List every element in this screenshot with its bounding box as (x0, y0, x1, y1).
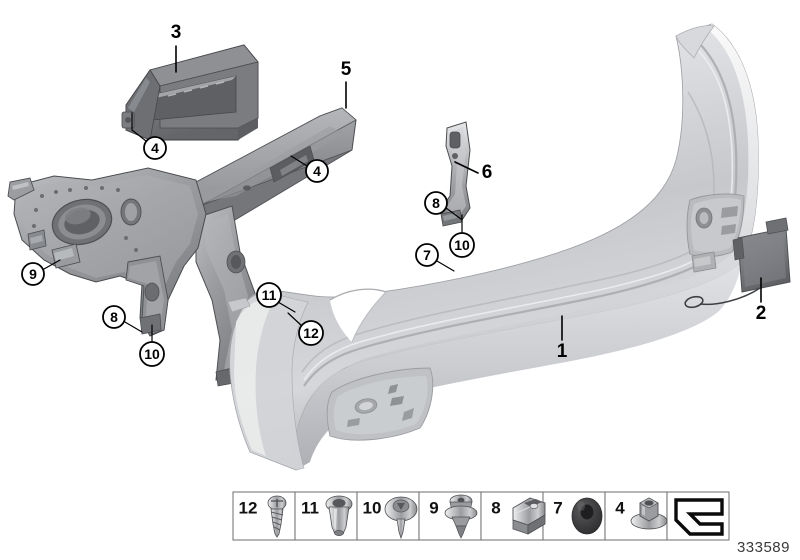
part-6-side-bracket (439, 121, 471, 227)
diagram-id: 333589 (737, 539, 790, 556)
leader-12 (287, 312, 304, 328)
expanding-rivet-icon (444, 494, 478, 539)
leader-4a (131, 112, 147, 142)
self-tapping-screw-icon (267, 495, 287, 538)
part-9-left-body-bracket (7, 167, 207, 337)
callout-8-left: 8 (102, 305, 126, 329)
callout-2: 2 (756, 303, 767, 324)
callout-9-text: 9 (29, 266, 37, 282)
callout-1: 1 (557, 341, 568, 362)
legend-number-12: 12 (239, 499, 258, 518)
flanged-hex-nut-icon (630, 497, 668, 530)
leader-9 (43, 259, 61, 270)
fastener-legend: 12 11 10 (232, 491, 790, 556)
callout-8-right-text: 8 (432, 195, 440, 211)
leader-7 (436, 260, 455, 272)
callout-10-right-text: 10 (454, 237, 470, 253)
direction-arrow-icon (674, 498, 724, 536)
callout-6: 6 (482, 162, 493, 183)
callout-5: 5 (341, 59, 352, 80)
part-2-tow-hook-cover (684, 217, 791, 309)
callout-3: 3 (171, 22, 182, 43)
part-1-rear-bumper-cover (227, 23, 759, 471)
legend-number-11: 11 (301, 499, 319, 518)
callout-4-upper-text: 4 (151, 140, 159, 156)
cage-clip-nut-icon (512, 497, 546, 535)
callout-4-beam: 4 (305, 159, 329, 183)
callout-11-text: 11 (262, 287, 277, 303)
callout-7: 7 (415, 243, 439, 267)
leader-8a (124, 321, 143, 333)
leader-11 (277, 301, 296, 313)
callout-10-left-text: 10 (144, 346, 160, 362)
callout-12: 12 (298, 320, 324, 346)
legend-number-8: 8 (491, 499, 500, 518)
legend-number-4: 4 (615, 499, 625, 518)
callout-4-upper: 4 (143, 136, 167, 160)
rubber-grommet-icon (571, 497, 603, 535)
legend-number-9: 9 (429, 499, 438, 518)
leader-6 (454, 161, 479, 174)
callout-layer: 3 5 6 1 2 4 4 9 8 10 (21, 22, 767, 367)
leader-4b (290, 155, 308, 167)
callout-10-right: 10 (449, 232, 475, 258)
callout-11: 11 (256, 282, 282, 308)
part-3-crash-box-frame (121, 44, 259, 141)
callout-4-beam-text: 4 (313, 163, 321, 179)
callout-8-left-text: 8 (110, 309, 118, 325)
callout-9: 9 (21, 262, 45, 286)
legend-number-10: 10 (363, 499, 382, 518)
callout-10-left: 10 (139, 341, 165, 367)
callout-7-text: 7 (423, 247, 431, 263)
legend-number-7: 7 (553, 499, 562, 518)
callout-12-text: 12 (303, 325, 319, 341)
leader-8b (445, 207, 462, 220)
callout-8-right: 8 (424, 191, 448, 215)
push-pin-rivet-icon (384, 496, 418, 540)
threaded-insert-nut-icon (325, 495, 353, 536)
